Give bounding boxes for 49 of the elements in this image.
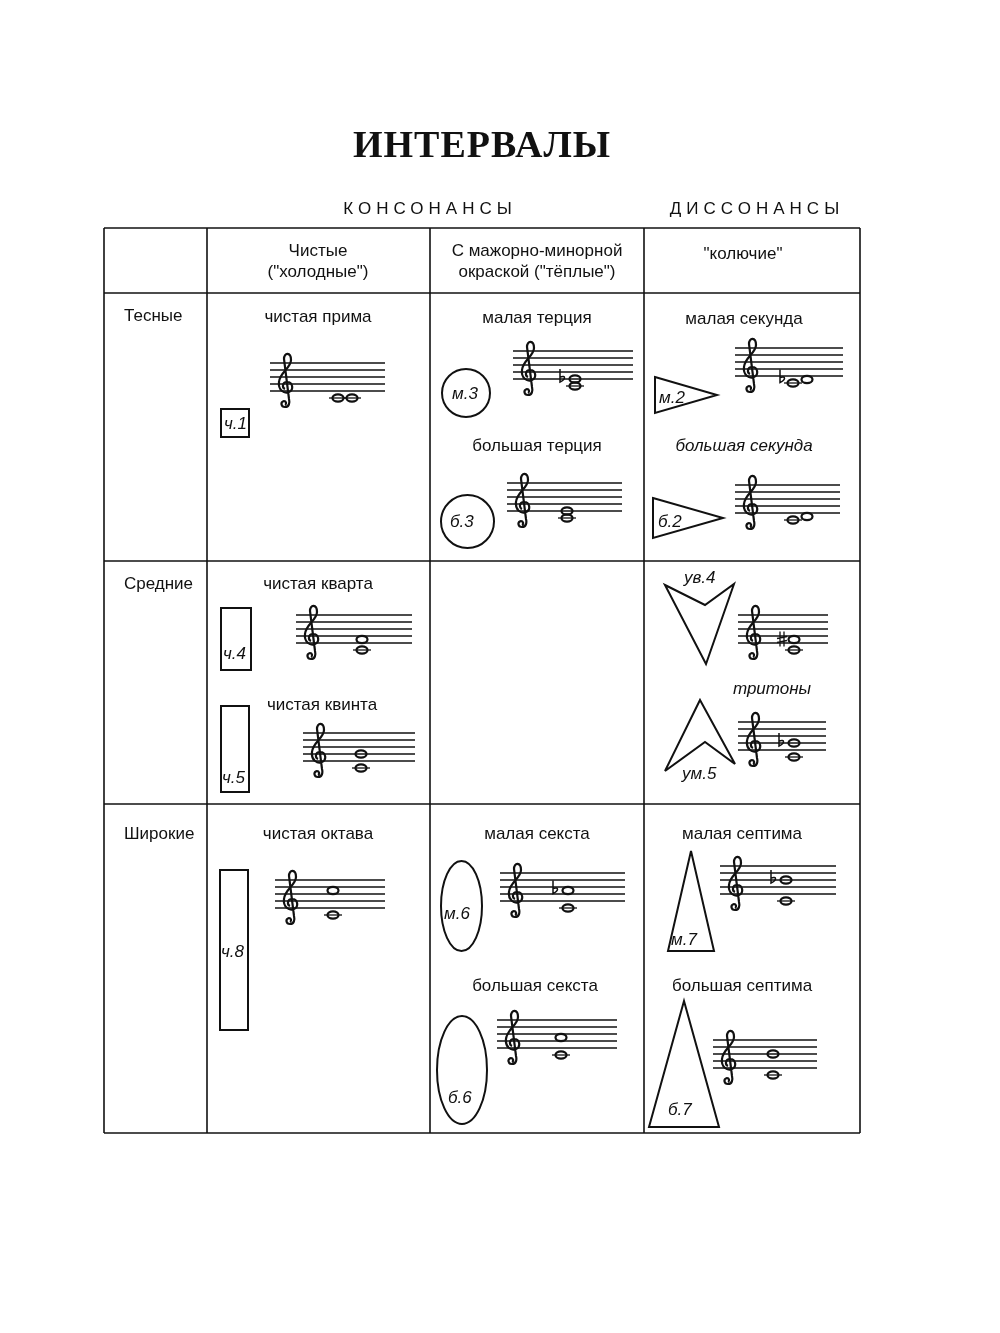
interval-name: малая терция (482, 307, 592, 329)
interval-abbreviation: б.6 (448, 1089, 472, 1106)
interval-abbreviation: б.3 (450, 513, 474, 530)
interval-abbreviation: м.7 (671, 931, 697, 948)
interval-abbreviation: м.3 (452, 385, 478, 402)
interval-name: большая секста (472, 975, 598, 997)
interval-abbreviation: ч.5 (222, 769, 245, 786)
row-heading: Тесные (124, 305, 183, 327)
interval-abbreviation: б.7 (668, 1101, 692, 1118)
interval-name: чистая октава (262, 823, 374, 845)
interval-name: малая секста (484, 823, 590, 845)
interval-name: малая секунда (685, 308, 803, 330)
column-heading: "колючие" (703, 243, 783, 265)
interval-name: тритоны (732, 678, 812, 700)
rectangle-frame (220, 607, 252, 671)
interval-abbreviation: б.2 (658, 513, 682, 530)
page-title: ИНТЕРВАЛЫ (353, 122, 611, 166)
interval-name: чистая кварта (263, 573, 373, 595)
interval-name: большая секунда (675, 435, 813, 457)
interval-name: большая септима (671, 975, 813, 997)
triangle-frame (652, 497, 724, 539)
square-frame (220, 408, 250, 438)
column-heading: Чистые ("холодные") (266, 240, 370, 283)
interval-name: большая терция (472, 435, 602, 457)
circle-frame (441, 368, 491, 418)
interval-name: малая септима (682, 823, 802, 845)
ellipse-frame (436, 1015, 488, 1125)
interval-abbreviation: м.2 (659, 389, 685, 406)
circle-frame (440, 494, 495, 549)
group-heading: КОНСОНАНСЫ (343, 198, 517, 220)
interval-abbreviation: ч.8 (221, 943, 244, 960)
interval-abbreviation: ч.1 (224, 415, 247, 432)
triangle-frame (667, 850, 715, 952)
rectangle-frame (219, 869, 249, 1031)
interval-abbreviation: ув.4 (684, 569, 716, 586)
interval-name: чистая прима (264, 306, 372, 328)
ellipse-frame (440, 860, 483, 952)
column-heading: С мажорно-минорной окраской ("тёплые") (450, 240, 624, 283)
chevron-frame (662, 568, 736, 666)
row-heading: Широкие (124, 823, 195, 845)
rectangle-frame (220, 705, 250, 793)
interval-abbreviation: ум.5 (682, 765, 717, 782)
group-heading: ДИССОНАНСЫ (669, 198, 845, 220)
interval-name: чистая квинта (266, 694, 378, 716)
interval-abbreviation: ч.4 (223, 645, 246, 662)
triangle-frame (648, 1000, 720, 1128)
interval-abbreviation: м.6 (444, 905, 470, 922)
triangle-frame (654, 376, 718, 414)
row-heading: Средние (124, 573, 194, 595)
